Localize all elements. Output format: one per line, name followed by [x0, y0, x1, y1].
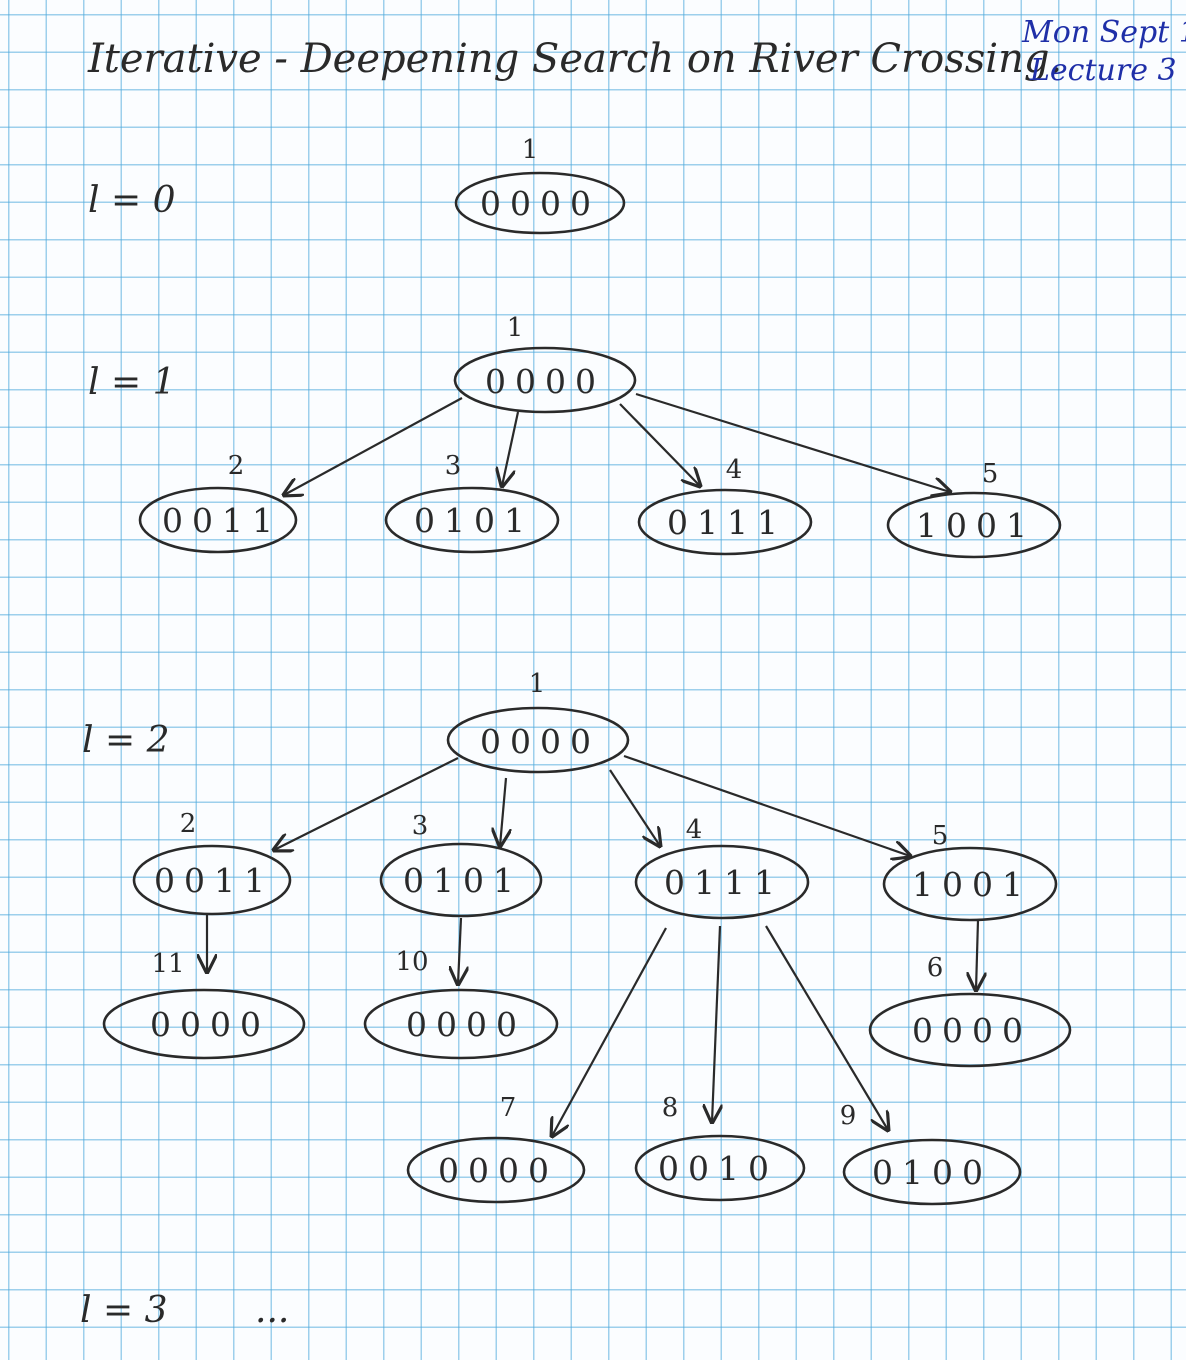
node: 0111 4	[637, 455, 813, 556]
node-number: 5	[982, 459, 999, 489]
edge	[274, 757, 459, 850]
node: 0000 1	[454, 135, 626, 235]
node-number: 1	[507, 313, 524, 343]
node-ellipse	[453, 346, 637, 414]
node-ellipse	[634, 1134, 806, 1202]
node: 1001 5	[882, 821, 1058, 922]
level-3-ellipsis: ...	[255, 1290, 289, 1331]
node: 0100 9	[840, 1101, 1022, 1206]
node-state: 0011	[162, 501, 282, 540]
node-number: 11	[151, 949, 184, 979]
node-number: 4	[726, 455, 743, 485]
node-ellipse	[842, 1138, 1022, 1206]
edge	[552, 927, 667, 1136]
tree-level-0: 0000 1	[454, 135, 626, 235]
node-ellipse	[384, 486, 560, 554]
edge	[976, 919, 978, 990]
node: 0101 3	[384, 451, 560, 554]
node: 0000 6	[868, 953, 1072, 1068]
node-state: 1001	[912, 865, 1032, 904]
node-number: 3	[412, 811, 429, 841]
level-label-0: l = 0	[88, 180, 175, 221]
node-state: 0100	[872, 1153, 992, 1192]
node: 0101 3	[379, 811, 543, 918]
edge	[712, 925, 720, 1122]
node-ellipse	[886, 491, 1062, 559]
node-number: 2	[180, 809, 197, 839]
node: 0000 1	[446, 669, 630, 774]
node-state: 0010	[658, 1149, 778, 1188]
node-number: 5	[932, 821, 949, 851]
node-ellipse	[882, 846, 1058, 922]
node: 0010 8	[634, 1093, 806, 1202]
edge	[623, 754, 910, 856]
node-ellipse	[637, 488, 813, 556]
node: 0000 10	[363, 947, 559, 1060]
edge	[609, 769, 660, 846]
node-number: 6	[927, 953, 944, 983]
node-number: 2	[228, 451, 245, 481]
tree-level-2: 0000 1 0011 2 0101 3 0111 4 1001 5 0000 …	[102, 669, 1072, 1206]
node-ellipse	[454, 171, 626, 235]
edge	[500, 777, 506, 846]
node-state: 0111	[667, 503, 787, 542]
node-state: 0000	[480, 184, 600, 223]
node-number: 9	[840, 1101, 857, 1131]
edge	[619, 403, 700, 486]
edge	[765, 925, 888, 1130]
node: 0000 1	[453, 313, 637, 414]
node-state: 1001	[916, 506, 1036, 545]
node: 0000 11	[102, 949, 306, 1060]
node-state: 0000	[438, 1151, 558, 1190]
node-number: 8	[662, 1093, 679, 1123]
node-number: 10	[395, 947, 428, 977]
lecture-note: Lecture 3	[1029, 53, 1177, 88]
node-state: 0101	[414, 501, 534, 540]
node-state: 0000	[150, 1005, 270, 1044]
node-ellipse	[363, 988, 559, 1060]
node-state: 0000	[912, 1011, 1032, 1050]
level-label-2: l = 2	[82, 720, 169, 761]
node-ellipse	[132, 844, 292, 916]
node-number: 1	[522, 135, 539, 165]
node: 1001 5	[886, 459, 1062, 559]
node-number: 7	[500, 1093, 517, 1123]
node: 0011 2	[132, 809, 292, 916]
node-state: 0101	[403, 861, 523, 900]
node-state: 0000	[480, 722, 600, 761]
node-ellipse	[868, 992, 1072, 1068]
tree-level-1: 0000 1 0011 2 0101 3 0111 4 1001 5	[138, 313, 1062, 559]
level-label-1: l = 1	[88, 362, 175, 403]
edge	[635, 392, 950, 492]
page-title: Iterative - Deepening Search on River Cr…	[87, 36, 1062, 82]
node-number: 3	[445, 451, 462, 481]
edge	[458, 917, 461, 984]
node: 0011 2	[138, 451, 298, 554]
date-note: Mon Sept 17	[1021, 15, 1186, 50]
node-number: 1	[529, 669, 546, 699]
node-ellipse	[379, 842, 543, 918]
node-number: 4	[686, 815, 703, 845]
node-ellipse	[138, 486, 298, 554]
edge	[502, 411, 520, 486]
node-state: 0011	[154, 861, 274, 900]
node-ellipse	[406, 1136, 586, 1204]
node-ellipse	[634, 844, 810, 920]
edge	[284, 397, 463, 495]
node: 0111 4	[634, 815, 810, 920]
node-state: 0000	[406, 1005, 526, 1044]
node-state: 0111	[664, 863, 784, 902]
node: 0000 7	[406, 1093, 586, 1204]
node-ellipse	[102, 988, 306, 1060]
node-state: 0000	[485, 362, 605, 401]
level-label-3: l = 3	[80, 1290, 167, 1331]
node-ellipse	[446, 706, 630, 774]
